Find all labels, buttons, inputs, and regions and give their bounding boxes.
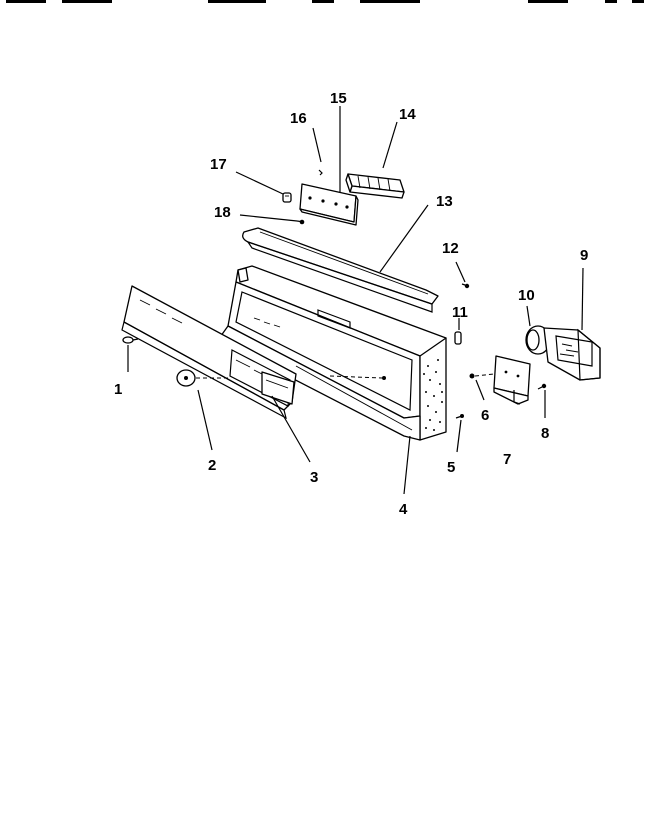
callout-4: 4: [399, 501, 408, 518]
part-1-front-panel: [121, 285, 297, 420]
part-4-panel-housing: [217, 265, 447, 441]
callout-18: 18: [214, 204, 231, 221]
part-8-screw: [537, 383, 547, 390]
top-edge-marks: [6, 0, 644, 3]
callout-9: 9: [580, 247, 588, 264]
callout-11: 11: [452, 304, 468, 321]
end-cap-stipple: [423, 359, 443, 431]
callout-5: 5: [447, 459, 455, 476]
part-15-bracket: [299, 183, 359, 226]
part-12-screw: [461, 283, 470, 289]
callout-7: 7: [503, 451, 511, 468]
part-7-switch-plate: [493, 355, 531, 405]
part-2-knob: [176, 369, 230, 387]
part-9-switch: [543, 327, 601, 381]
part-16-clip: [318, 169, 323, 176]
alignment-line: [329, 375, 383, 379]
part-13-top-trim: [242, 227, 439, 313]
callout-15: 15: [330, 90, 347, 107]
callout-1: 1: [114, 381, 122, 398]
alignment-point: [382, 376, 386, 380]
callout-10: 10: [518, 287, 535, 304]
callout-16: 16: [290, 110, 307, 127]
callout-6: 6: [481, 407, 489, 424]
callout-17: 17: [210, 156, 227, 173]
callout-3: 3: [310, 469, 318, 486]
leader-lines: [127, 106, 584, 495]
callout-labels: 1 2 3 4 5 6 7 8 9 10 11 12 13 14 15 16 1…: [114, 90, 588, 518]
callout-12: 12: [442, 240, 459, 257]
part-14-terminal-block: [345, 173, 405, 199]
part-11-pin: [454, 331, 462, 345]
part-17-nut: [282, 192, 292, 203]
callout-14: 14: [399, 106, 416, 123]
part-5-screw: [455, 414, 464, 419]
callout-2: 2: [208, 457, 216, 474]
callout-13: 13: [436, 193, 453, 210]
part-6-screw: [469, 373, 495, 379]
part-3-window-frame: [261, 371, 295, 405]
part-1-screw: [122, 336, 139, 344]
part-18-screw: [296, 219, 305, 225]
callout-8: 8: [541, 425, 549, 442]
